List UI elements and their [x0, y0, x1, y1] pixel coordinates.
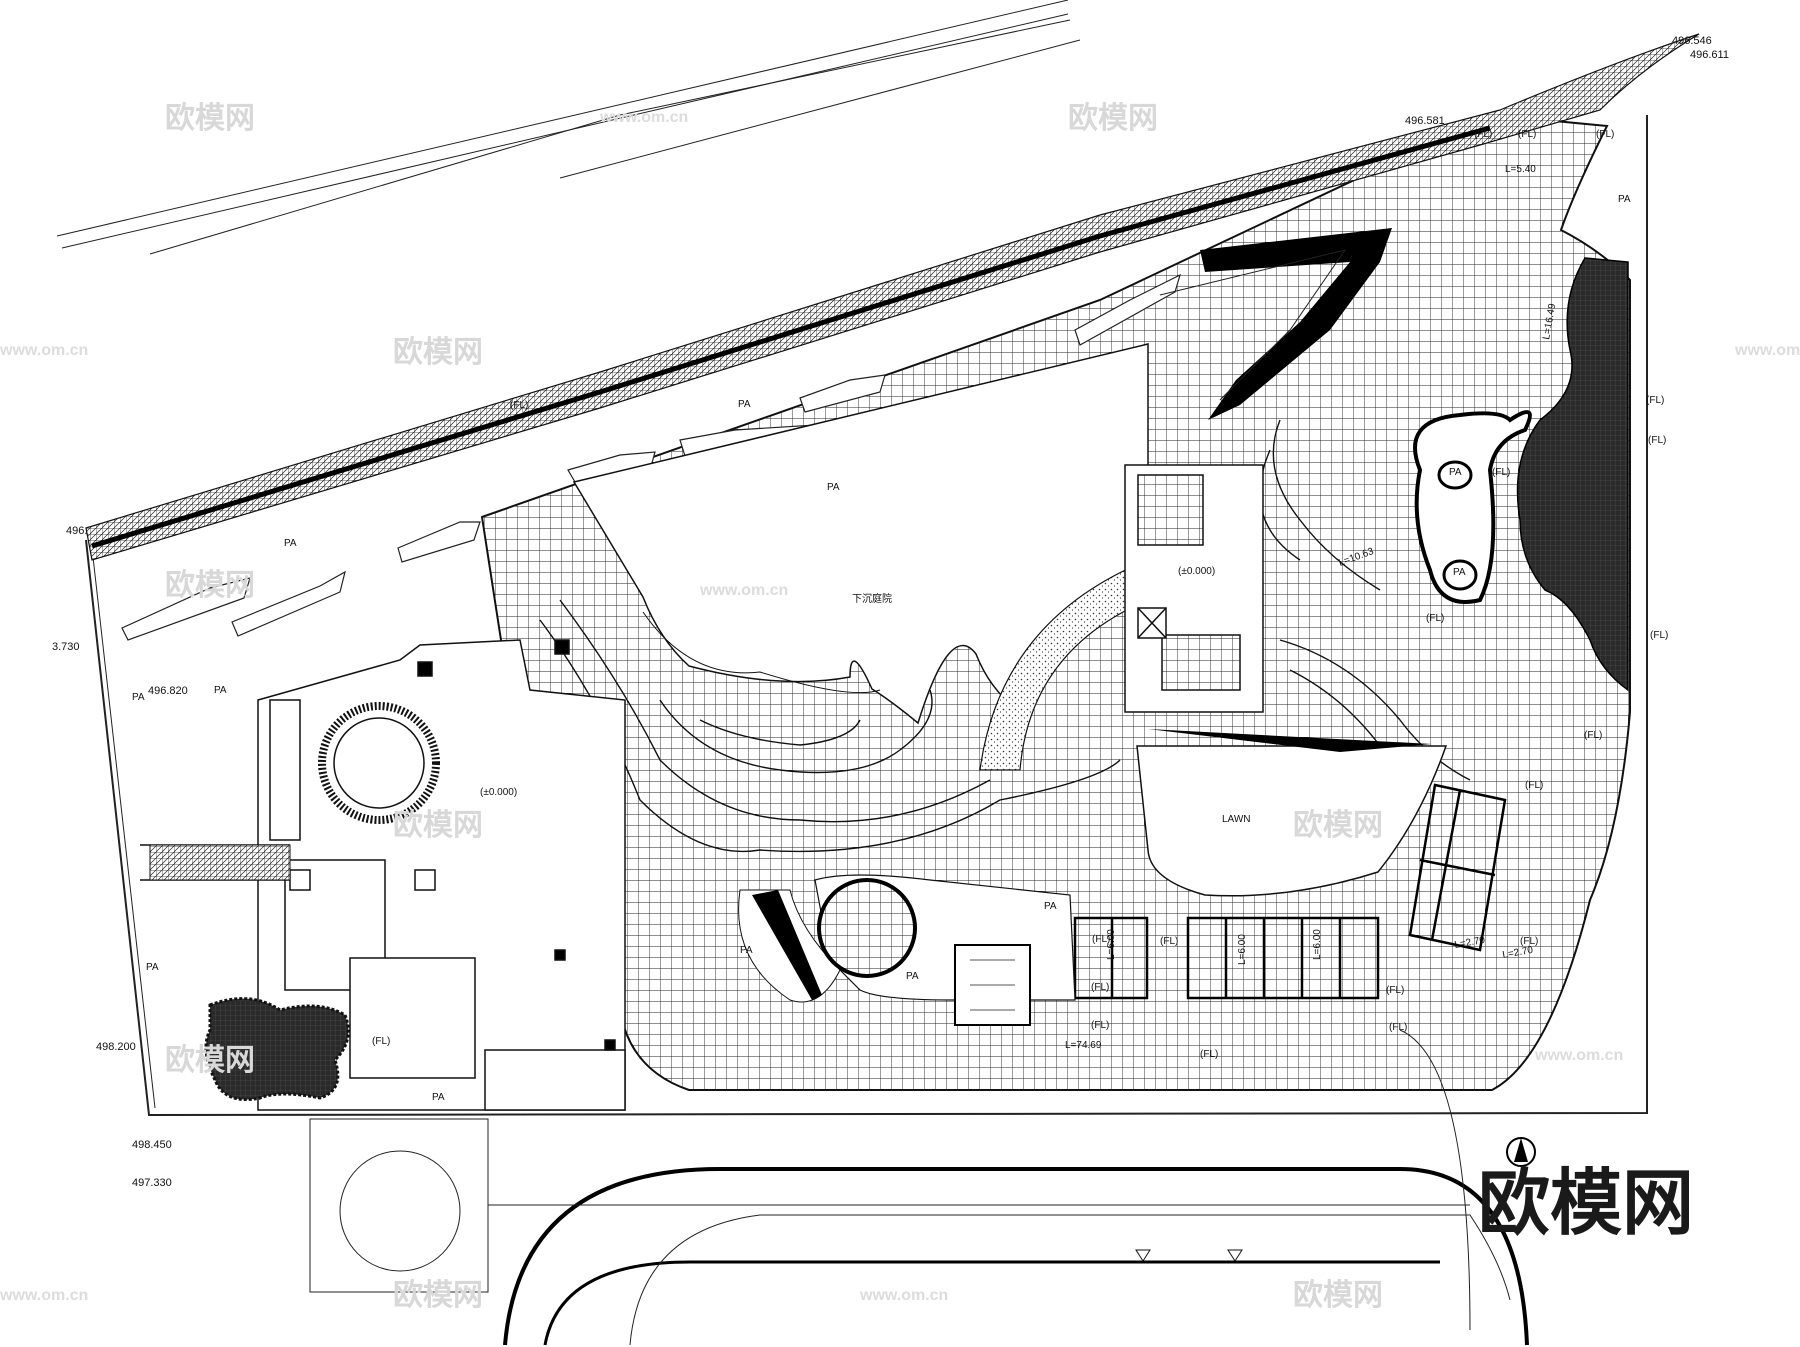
pa-label: PA: [1449, 467, 1462, 478]
dimension-label: L=2.70: [1454, 935, 1487, 951]
floor-level-label: (±0.000): [1178, 566, 1215, 577]
elevation-label: 496.820: [148, 685, 188, 697]
fl-label: (FL): [1200, 1049, 1218, 1060]
elevation-label: 498.450: [132, 1139, 172, 1151]
circular-pavilion: [817, 878, 917, 978]
dimension-label: L=6.00: [1237, 934, 1248, 965]
watermark: 欧模网: [393, 1278, 483, 1313]
direction-arrow-1: [1135, 1249, 1151, 1262]
pa-label: PA: [132, 692, 145, 703]
fl-label: (FL): [1492, 467, 1510, 478]
pa-label: PA: [432, 1092, 445, 1103]
black-wedge-wall: [1148, 729, 1432, 752]
watermark: 欧模网: [1068, 101, 1158, 136]
dimension-label: L=74.69: [1065, 1040, 1102, 1051]
dimension-label: L=5.40: [1505, 164, 1536, 175]
fl-label: (FL): [1584, 730, 1602, 741]
fl-label: (FL): [1650, 630, 1668, 641]
elevation-label: 496.611: [1690, 49, 1729, 61]
pa-label: PA: [284, 538, 297, 549]
sunken-stair: [954, 944, 1031, 1026]
fl-label: (FL): [510, 400, 528, 411]
elevation-label: 497.330: [132, 1177, 172, 1189]
watermark: www.om.cn: [0, 342, 88, 359]
north-arrow-icon: [1506, 1137, 1536, 1167]
hatched-walkway-band: [85, 33, 1700, 561]
floor-level-label: (±0.000): [480, 787, 517, 798]
site-boundary: [85, 115, 1648, 1117]
pa-label: PA: [740, 945, 753, 956]
dark-water-pond: [1516, 257, 1629, 692]
sunken-courtyard-label: 下沉庭院: [852, 592, 892, 605]
watermark-logo: 欧模网: [1478, 1161, 1694, 1245]
fl-label: (FL): [1389, 1022, 1407, 1033]
pa-label: PA: [214, 685, 227, 696]
fl-label: (FL): [1596, 129, 1614, 140]
lawn-area: [1136, 745, 1448, 897]
fl-label: (FL): [1525, 780, 1543, 791]
island-planter: [1413, 410, 1532, 604]
watermark: 欧模网: [1293, 808, 1383, 843]
pa-label: PA: [827, 482, 840, 493]
watermark: www.om.cn: [699, 582, 788, 599]
fl-label: (FL): [1092, 934, 1110, 945]
fl-label: (FL): [1091, 982, 1109, 993]
watermark: 欧模网: [165, 1043, 255, 1078]
watermark: www.om.cn: [859, 1287, 948, 1304]
pa-label: PA: [1618, 194, 1631, 205]
watermark: www.om.cn: [599, 109, 688, 126]
dark-pond-small: [204, 997, 350, 1101]
fl-label: (FL): [1648, 435, 1666, 446]
pa-label: PA: [738, 399, 751, 410]
round-plaza: [339, 1150, 461, 1272]
bottom-square-plaza: [309, 1118, 489, 1293]
elevation-label: 496.581: [1405, 115, 1445, 127]
watermark: www.om.cn: [1534, 1047, 1623, 1064]
elevation-label: 496.: [66, 525, 87, 537]
fl-label: (FL): [1426, 613, 1444, 624]
dimension-label: L=6.00: [1312, 929, 1323, 960]
pa-label: PA: [146, 962, 159, 973]
fl-label: (FL): [1386, 985, 1404, 996]
lawn-label: LAWN: [1222, 814, 1251, 825]
stair-tower: [1124, 464, 1264, 713]
pa-label: PA: [1044, 901, 1057, 912]
fl-label: (FL): [372, 1036, 390, 1047]
fl-label: (FL): [1518, 129, 1536, 140]
black-wedge-planter: [752, 890, 822, 1000]
elevation-label: 496.546: [1672, 35, 1712, 47]
watermark: 欧模网: [1293, 1278, 1383, 1313]
road-curve: [503, 1167, 1529, 1346]
elevation-label: 498.200: [96, 1041, 136, 1053]
watermark: 欧模网: [393, 808, 483, 843]
pa-label: PA: [906, 971, 919, 982]
elevation-label: 3.730: [52, 641, 80, 653]
fl-label: (FL): [1160, 936, 1178, 947]
watermark: www.om.cn: [0, 1287, 88, 1304]
spiral-stair: [318, 702, 440, 824]
watermark: 欧模网: [393, 335, 483, 370]
dimension-label: L=6.00: [1106, 929, 1117, 960]
pergola-right: [1408, 783, 1507, 952]
watermark: 欧模网: [165, 101, 255, 136]
fl-label: (FL): [1520, 936, 1538, 947]
fl-label: (FL): [1474, 129, 1492, 140]
watermark: 欧模网: [165, 568, 255, 603]
watermark: www.om.cn: [1734, 342, 1800, 359]
pergola-blocks: [1073, 916, 1380, 1000]
dimension-label: L=2.70: [1502, 945, 1535, 961]
pa-label: PA: [1453, 567, 1466, 578]
fl-label: (FL): [1091, 1020, 1109, 1031]
road-lines-top: [56, 0, 1081, 255]
fl-label: (FL): [1646, 395, 1664, 406]
direction-arrow-2: [1227, 1249, 1243, 1262]
